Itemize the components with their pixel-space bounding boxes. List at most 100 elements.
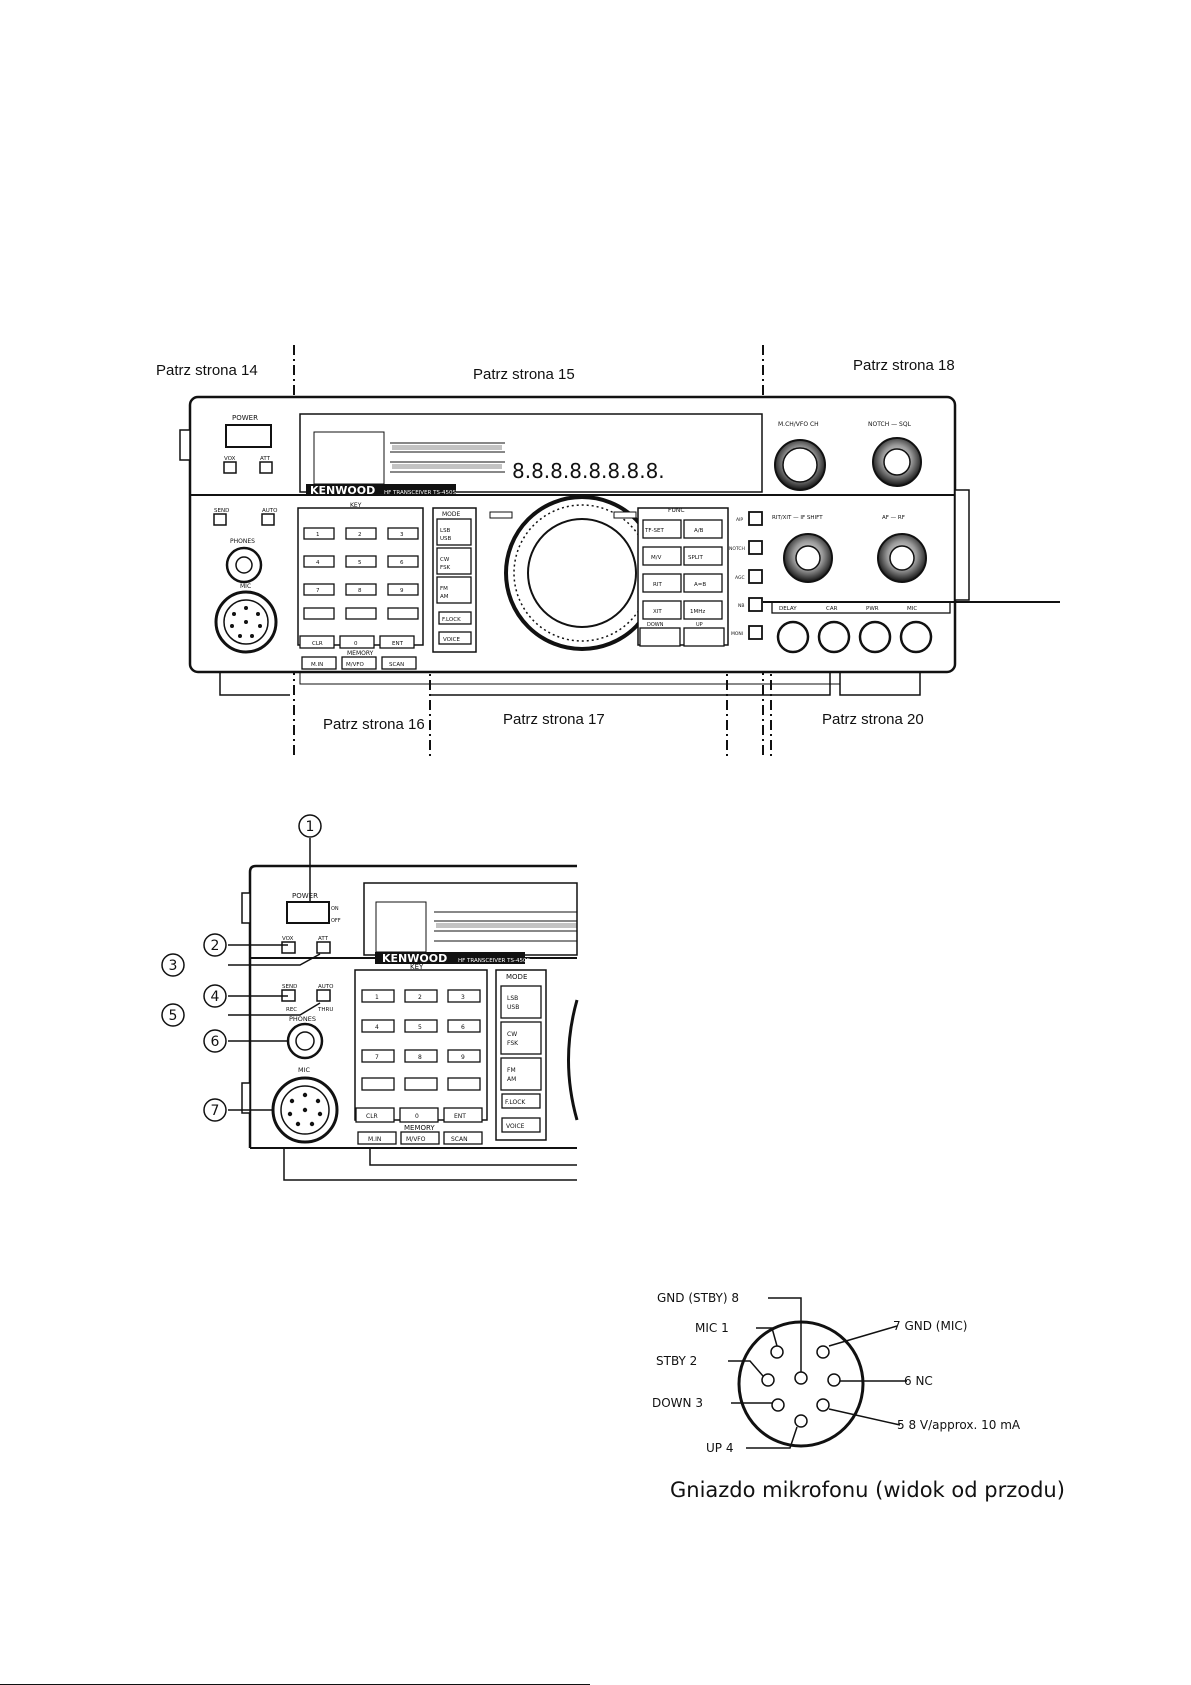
closeup-mode-label: MODE [506, 973, 527, 981]
closeup-phones-label: PHONES [289, 1015, 316, 1023]
phones-label: PHONES [230, 538, 255, 545]
closeup-clr-label: CLR [366, 1113, 378, 1120]
moni-label: MONI [731, 631, 743, 637]
frequency-display: 8.8.8.8.8.8.8.8. [512, 459, 665, 483]
closeup-auto-label: AUTO [318, 984, 334, 990]
closeup-key-5: 5 [418, 1024, 422, 1031]
key-9: 9 [400, 588, 404, 594]
key-7: 7 [316, 588, 320, 594]
delay-knob[interactable] [776, 620, 810, 654]
send-switch[interactable] [213, 513, 227, 526]
closeup-mvfo-label: M/VFO [406, 1136, 426, 1143]
1mhz-label: 1MHz [690, 609, 705, 615]
scan-label: SCAN [389, 662, 404, 668]
mvfo-label: M/VFO [346, 662, 365, 668]
display-window [299, 413, 763, 493]
auto-switch[interactable] [261, 513, 275, 526]
xit-label: XIT [653, 609, 662, 615]
closeup-key-8: 8 [418, 1054, 422, 1061]
flock-label: F.LOCK [442, 617, 461, 623]
car-knob[interactable] [817, 620, 851, 654]
af-rf-label: AF — RF [882, 515, 905, 521]
rit-if-label: RIT/XIT — IF SHIFT [772, 515, 823, 521]
closeup-power-switch[interactable] [286, 901, 330, 924]
pin-gnd-mic: 7 GND (MIC) [893, 1319, 967, 1333]
agc-label: AGC [735, 575, 745, 581]
tfset-label: TF-SET [644, 528, 664, 534]
closeup-fm-label: FM [507, 1067, 516, 1074]
att-switch[interactable] [259, 461, 273, 474]
closeup-cw-label: CW [507, 1031, 517, 1038]
mv-label: M/V [651, 555, 662, 561]
closeup-key-2: 2 [418, 994, 422, 1001]
ch-vfo-label: M.CH/VFO CH [778, 421, 819, 428]
func-label: FUNC [668, 507, 685, 514]
delay-label: DELAY [779, 606, 797, 612]
mic-gain-knob[interactable] [899, 620, 933, 654]
callout-7: 7 [211, 1103, 220, 1119]
section-label-page-14: Patrz strona 14 [156, 362, 258, 379]
callout-6: 6 [211, 1034, 220, 1050]
brand-label: KENWOOD [310, 484, 375, 497]
key-1: 1 [316, 532, 320, 538]
pin-mic: MIC 1 [695, 1321, 729, 1335]
closeup-key-header: KEY [410, 963, 424, 971]
closeup-min-label: M.IN [368, 1136, 381, 1143]
notch-button-label: NOTCH [729, 546, 745, 552]
section-label-page-16: Patrz strona 16 [323, 716, 425, 733]
mic-label: MIC [240, 583, 251, 590]
section-label-page-15: Patrz strona 15 [473, 366, 575, 383]
closeup-key-6: 6 [461, 1024, 465, 1031]
am-label: AM [440, 594, 449, 600]
vox-switch[interactable] [223, 461, 237, 474]
key-2: 2 [358, 532, 362, 538]
closeup-am-label: AM [507, 1076, 516, 1083]
closeup-key-7: 7 [375, 1054, 379, 1061]
key-3: 3 [400, 532, 404, 538]
memory-label: MEMORY [347, 650, 374, 657]
callout-4: 4 [211, 989, 220, 1005]
callout-1: 1 [306, 819, 315, 835]
closeup-flock-label: F.LOCK [505, 1099, 526, 1106]
closeup-brand-label: KENWOOD [382, 952, 447, 965]
closeup-on-label: ON [331, 906, 339, 912]
callout-5: 5 [169, 1008, 178, 1024]
closeup-key-3: 3 [461, 994, 465, 1001]
closeup-key-1: 1 [375, 994, 379, 1001]
closeup-memory-label: MEMORY [404, 1124, 435, 1132]
auto-label: AUTO [262, 508, 278, 514]
closeup-rec-label: REC [286, 1007, 297, 1013]
brand-plate [306, 484, 456, 496]
pin-8v: 5 8 V/approx. 10 mA [897, 1418, 1021, 1432]
radio-overview: 8.8.8.8.8.8.8.8. KENWOOD HF TRANSCEIVER … [179, 345, 1060, 758]
closeup-zero-label: 0 [415, 1113, 419, 1120]
key-6: 6 [400, 560, 404, 566]
aip-label: AIP [736, 517, 743, 523]
power-switch[interactable] [225, 424, 272, 448]
closeup-model-label: HF TRANSCEIVER TS-450S [458, 958, 530, 964]
closeup-lsb-label: LSB [507, 995, 518, 1002]
closeup-thru-label: THRU [317, 1007, 333, 1013]
mode-label: MODE [442, 511, 461, 518]
mic-knob-label: MIC [907, 606, 917, 612]
cw-label: CW [440, 557, 450, 563]
clr-label: CLR [312, 641, 323, 647]
closeup-ent-label: ENT [454, 1113, 466, 1120]
key-8: 8 [358, 588, 362, 594]
fsk-label: FSK [440, 565, 451, 571]
split-label: SPLIT [688, 555, 703, 561]
closeup-voice-label: VOICE [506, 1123, 525, 1130]
ab-label: A/B [694, 528, 704, 534]
fm-label: FM [440, 586, 448, 592]
closeup-off-label: OFF [331, 918, 341, 924]
pwr-knob[interactable] [858, 620, 892, 654]
min-label: M.IN [311, 662, 323, 668]
pin-down: DOWN 3 [652, 1396, 703, 1410]
att-label: ATT [260, 456, 271, 462]
closeup-scan-label: SCAN [451, 1136, 468, 1143]
closeup-fsk-label: FSK [507, 1040, 519, 1047]
vox-label: VOX [224, 456, 236, 462]
down-label: DOWN [647, 622, 664, 628]
closeup-send-label: SEND [282, 984, 297, 990]
pin-up: UP 4 [706, 1441, 733, 1455]
